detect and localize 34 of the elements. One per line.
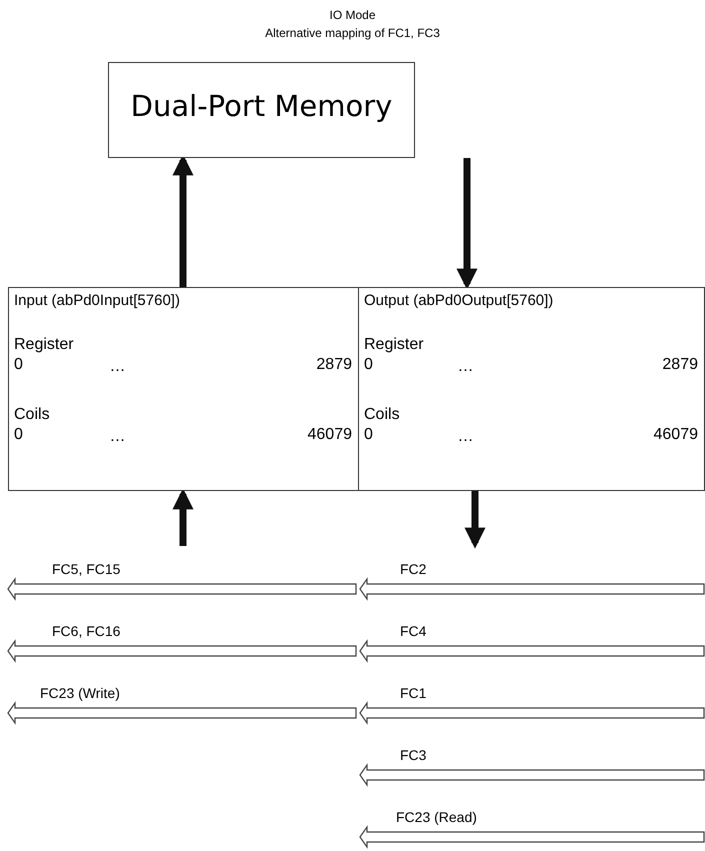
subtitle: Alternative mapping of FC1, FC3	[264, 26, 441, 40]
range-end: 2879	[662, 356, 698, 374]
range-start: 0	[364, 426, 373, 444]
arrow	[456, 158, 478, 290]
range-start: 0	[364, 356, 373, 374]
area-heading: Input (abPd0Input[5760])	[14, 292, 180, 309]
section-heading: Register	[364, 336, 424, 354]
function-code-label: FC23 (Read)	[396, 809, 477, 825]
function-code-label: FC5, FC15	[52, 561, 120, 577]
function-code-label: FC3	[400, 747, 426, 763]
memory-area-box	[8, 287, 359, 491]
range-start: 0	[14, 426, 23, 444]
function-code-label: FC6, FC16	[52, 623, 120, 639]
range-end: 46079	[654, 426, 698, 444]
section-heading: Coils	[14, 406, 50, 424]
function-code-label: FC23 (Write)	[40, 685, 120, 701]
range-ellipsis: …	[110, 428, 126, 446]
function-code-label: FC2	[400, 561, 426, 577]
area-heading: Output (abPd0Output[5760])	[364, 292, 554, 309]
range-ellipsis: …	[458, 358, 474, 376]
range-ellipsis: …	[110, 358, 126, 376]
memory-box	[108, 62, 415, 158]
section-heading: Coils	[364, 406, 400, 424]
range-start: 0	[14, 356, 23, 374]
section-heading: Register	[14, 336, 74, 354]
arrow	[464, 491, 486, 549]
title: IO Mode	[328, 8, 377, 22]
range-ellipsis: …	[458, 428, 474, 446]
function-code-label: FC1	[400, 685, 426, 701]
box-title: Dual-Port Memory	[130, 89, 394, 123]
range-end: 2879	[316, 356, 352, 374]
memory-area-box	[358, 287, 705, 491]
range-end: 46079	[308, 426, 352, 444]
function-code-label: FC4	[400, 623, 426, 639]
